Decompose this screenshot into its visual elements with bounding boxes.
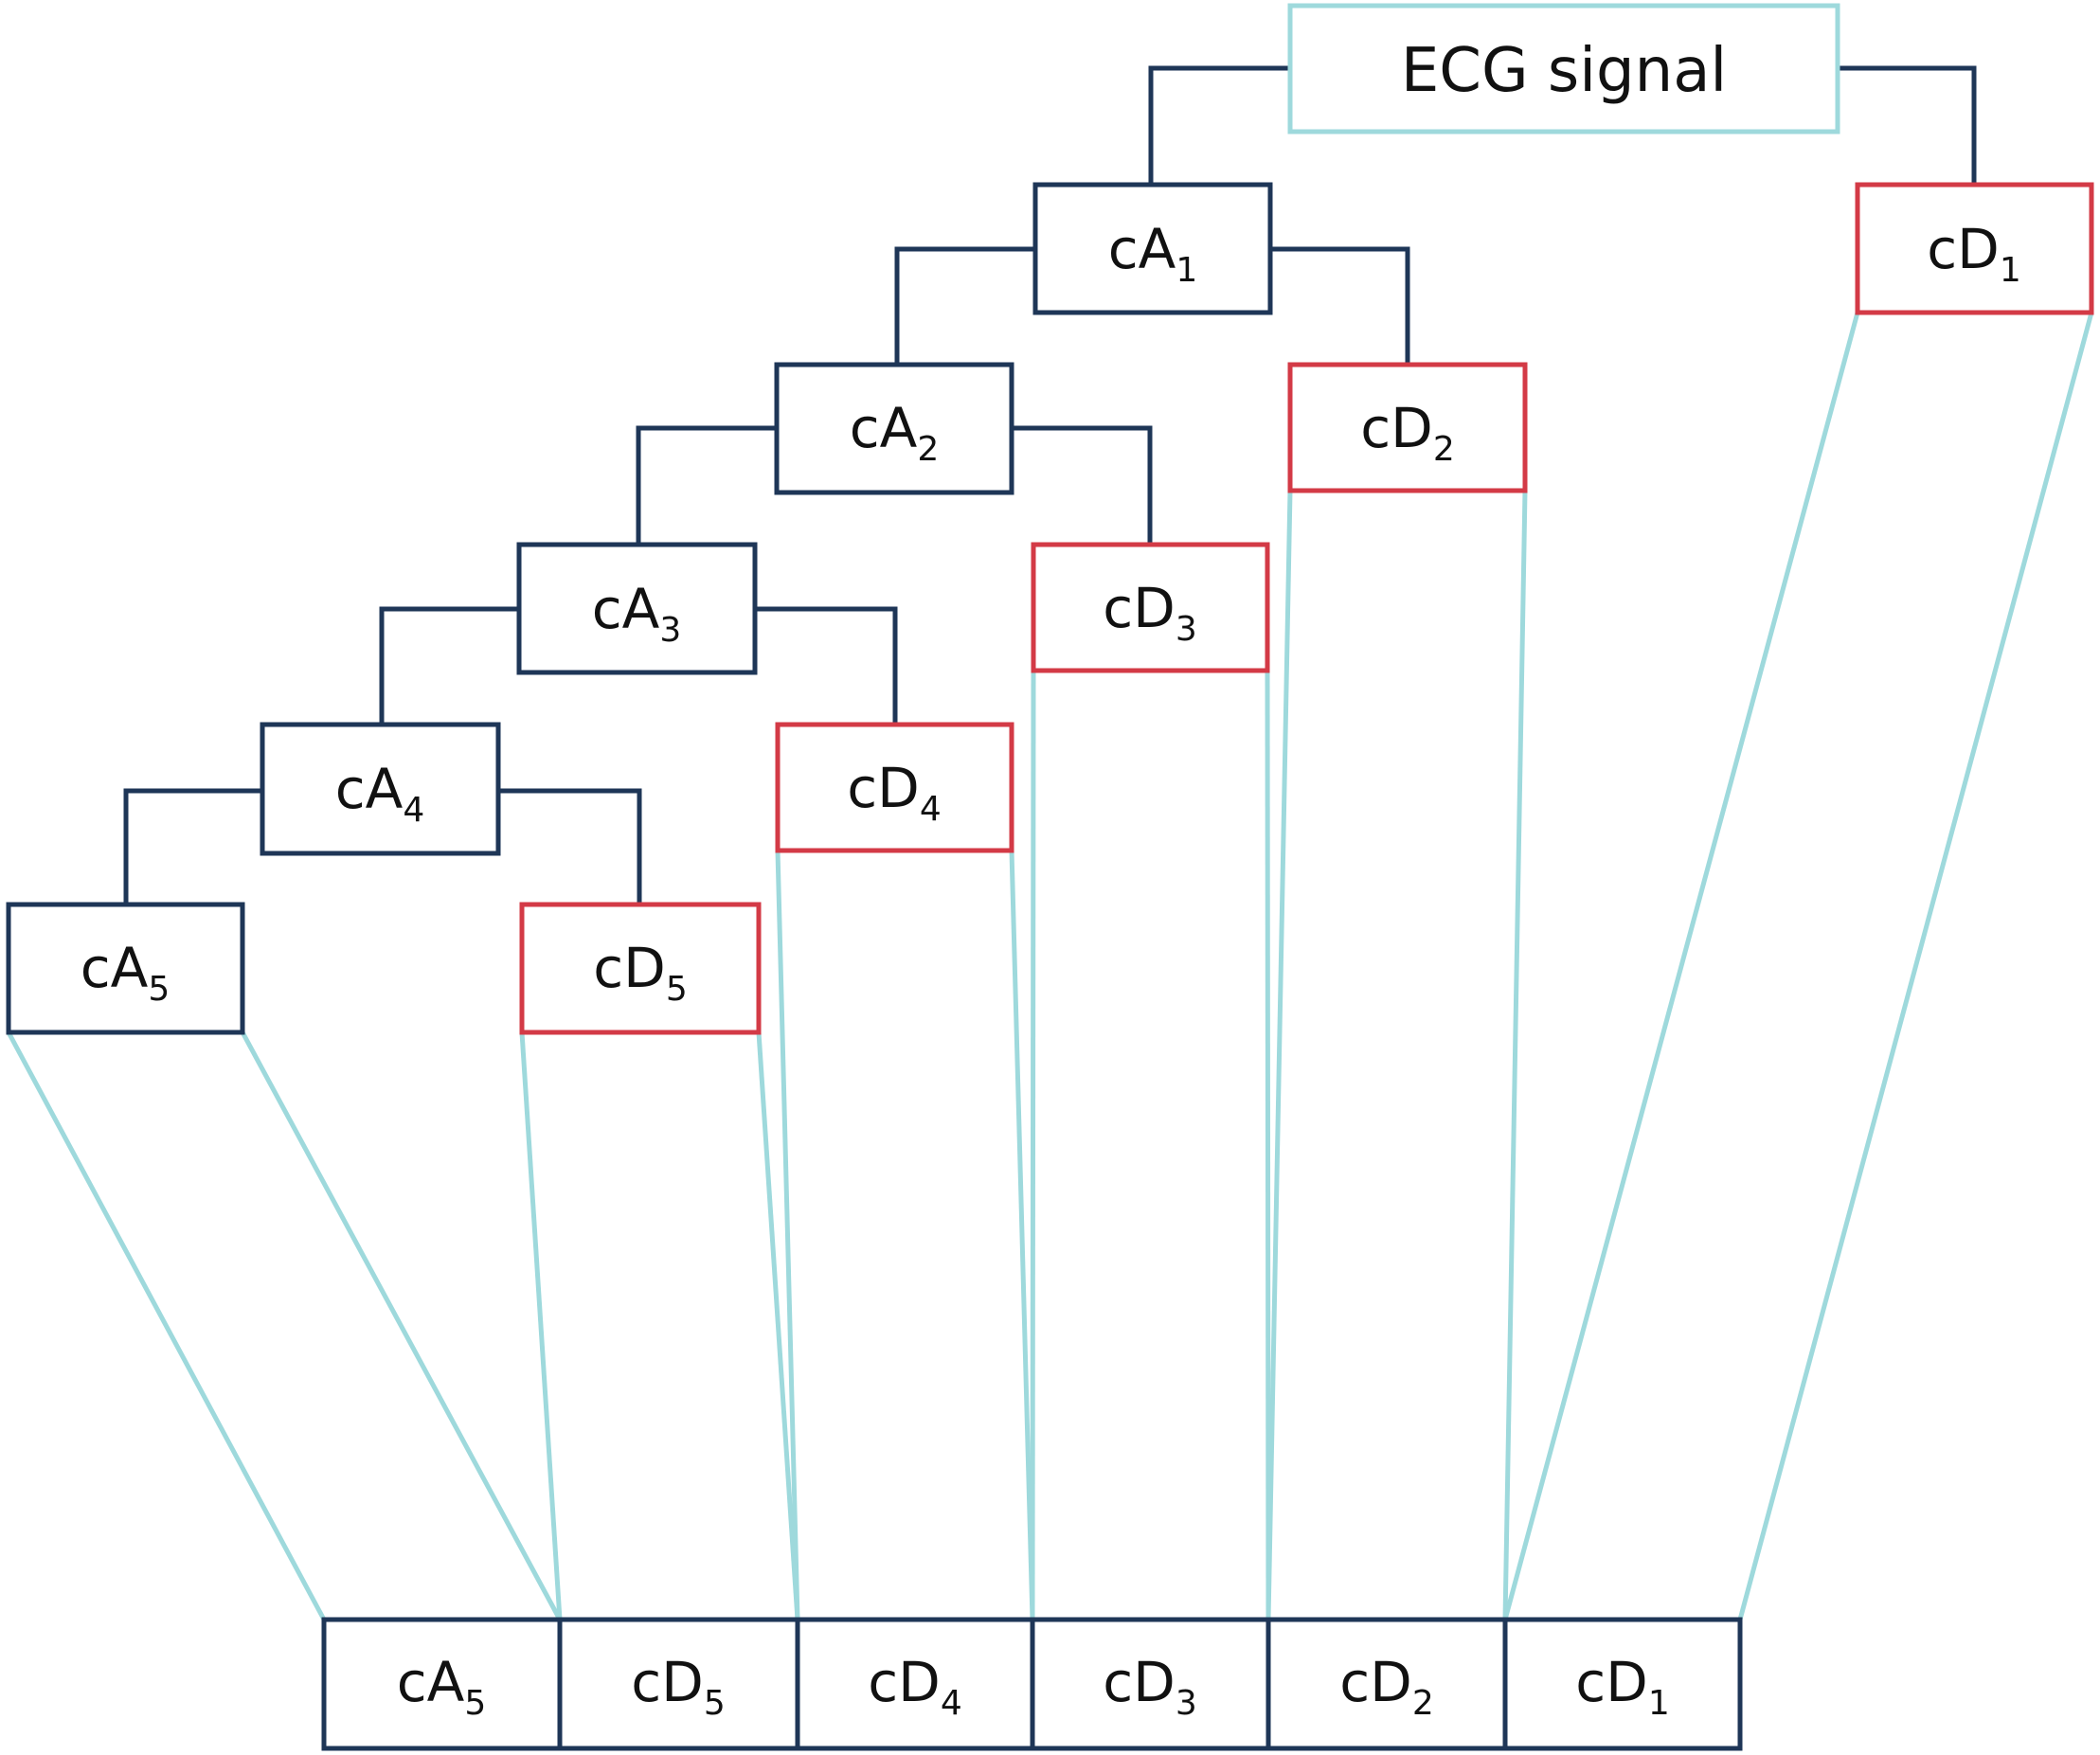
approximation-label: cA — [1108, 217, 1176, 281]
svg-text:cD5: cD5 — [593, 936, 687, 1009]
detail-node-4: cD4 — [775, 722, 1014, 853]
output-cell-subscript: 5 — [464, 1684, 486, 1723]
connector-signal-to-cd1 — [1838, 65, 1977, 185]
connector-ca4-to-cd5 — [498, 788, 642, 904]
map-cd4-left — [775, 850, 800, 1621]
detail-label: cD — [593, 936, 666, 1000]
mapping-lines — [6, 312, 2094, 1621]
output-cell-3: cD4 — [868, 1650, 961, 1723]
approximation-label: cA — [850, 396, 918, 460]
map-cd2-left — [1265, 490, 1293, 1621]
signal-node: ECG signal — [1287, 3, 1840, 134]
svg-text:cA2: cA2 — [850, 396, 939, 469]
connector-ca3-to-cd4 — [755, 606, 898, 725]
detail-node-1: cD1 — [1855, 182, 2094, 315]
detail-subscript: 1 — [2000, 251, 2021, 290]
detail-subscript: 3 — [1176, 610, 1197, 649]
connector-ca2-to-cd3 — [1012, 425, 1153, 545]
map-ca5-left — [6, 1030, 327, 1621]
map-cd4-right — [1009, 850, 1035, 1621]
map-cd3-right — [1265, 670, 1271, 1621]
output-cell-subscript: 5 — [704, 1684, 726, 1723]
output-cell-label: cA — [397, 1650, 465, 1714]
map-ca5-right — [240, 1030, 563, 1621]
output-cell-label: cD — [868, 1650, 941, 1714]
approximation-node-2: cA2 — [774, 362, 1014, 495]
output-cell-5: cD2 — [1339, 1650, 1433, 1723]
connector-ca2-to-ca3 — [636, 425, 777, 545]
svg-text:cD1: cD1 — [1927, 217, 2020, 290]
detail-subscript: 2 — [1433, 430, 1455, 469]
tree-connectors — [123, 65, 1977, 904]
svg-text:cA5: cA5 — [81, 936, 170, 1009]
detail-node-5: cD5 — [519, 902, 762, 1035]
svg-text:cD4: cD4 — [847, 756, 941, 829]
connector-ca4-to-ca5 — [123, 788, 262, 904]
output-cell-2: cD5 — [631, 1650, 725, 1723]
signal-label: ECG signal — [1401, 36, 1727, 106]
output-cell-6: cD1 — [1575, 1650, 1669, 1723]
map-cd5-left — [519, 1031, 563, 1621]
output-cell-subscript: 4 — [941, 1684, 962, 1723]
approximation-node-3: cA3 — [516, 542, 758, 675]
detail-label: cD — [847, 756, 920, 820]
output-cell-label: cD — [1575, 1650, 1648, 1714]
connector-ca1-to-ca2 — [894, 246, 1035, 365]
svg-text:cA3: cA3 — [592, 577, 681, 650]
connector-signal-to-ca1 — [1148, 65, 1290, 185]
approximation-node-1: cA1 — [1032, 182, 1273, 315]
detail-node-2: cD2 — [1287, 362, 1528, 493]
detail-subscript: 5 — [666, 970, 688, 1009]
output-cell-subscript: 1 — [1648, 1684, 1670, 1723]
svg-text:cD2: cD2 — [1360, 396, 1454, 469]
approximation-subscript: 2 — [917, 430, 939, 469]
detail-label: cD — [1103, 576, 1176, 640]
map-cd1-right — [1737, 312, 2094, 1621]
approximation-subscript: 5 — [148, 970, 170, 1009]
detail-node-3: cD3 — [1031, 542, 1270, 673]
approximation-subscript: 3 — [659, 611, 681, 650]
output-cell-label: cD — [1339, 1650, 1412, 1714]
output-cell-4: cD3 — [1103, 1650, 1196, 1723]
map-cd2-right — [1502, 490, 1528, 1621]
svg-text:cA1: cA1 — [1108, 217, 1197, 290]
map-cd1-left — [1502, 312, 1860, 1621]
connector-ca1-to-cd2 — [1270, 246, 1410, 365]
output-vector: cA5 cD5 cD4 cD3 cD2 cD1 — [321, 1617, 1743, 1751]
output-cell-1: cA5 — [397, 1650, 486, 1723]
approximation-subscript: 4 — [403, 791, 424, 830]
approximation-label: cA — [81, 936, 149, 1000]
map-cd5-right — [756, 1031, 800, 1621]
approximation-label: cA — [335, 757, 404, 821]
output-cell-subscript: 2 — [1412, 1684, 1434, 1723]
approximation-label: cA — [592, 577, 660, 641]
connector-ca3-to-ca4 — [379, 606, 519, 725]
svg-text:cD3: cD3 — [1103, 576, 1196, 649]
detail-label: cD — [1360, 396, 1433, 460]
output-cell-subscript: 3 — [1176, 1684, 1197, 1723]
output-cell-label: cD — [631, 1650, 704, 1714]
svg-text:cA4: cA4 — [335, 757, 424, 830]
map-cd3-left — [1030, 670, 1036, 1621]
detail-label: cD — [1927, 217, 2000, 281]
detail-subscript: 4 — [920, 790, 942, 829]
approximation-subscript: 1 — [1176, 251, 1197, 290]
approximation-node-5: cA5 — [6, 902, 245, 1035]
approximation-node-4: cA4 — [260, 722, 501, 856]
output-cell-label: cD — [1103, 1650, 1176, 1714]
